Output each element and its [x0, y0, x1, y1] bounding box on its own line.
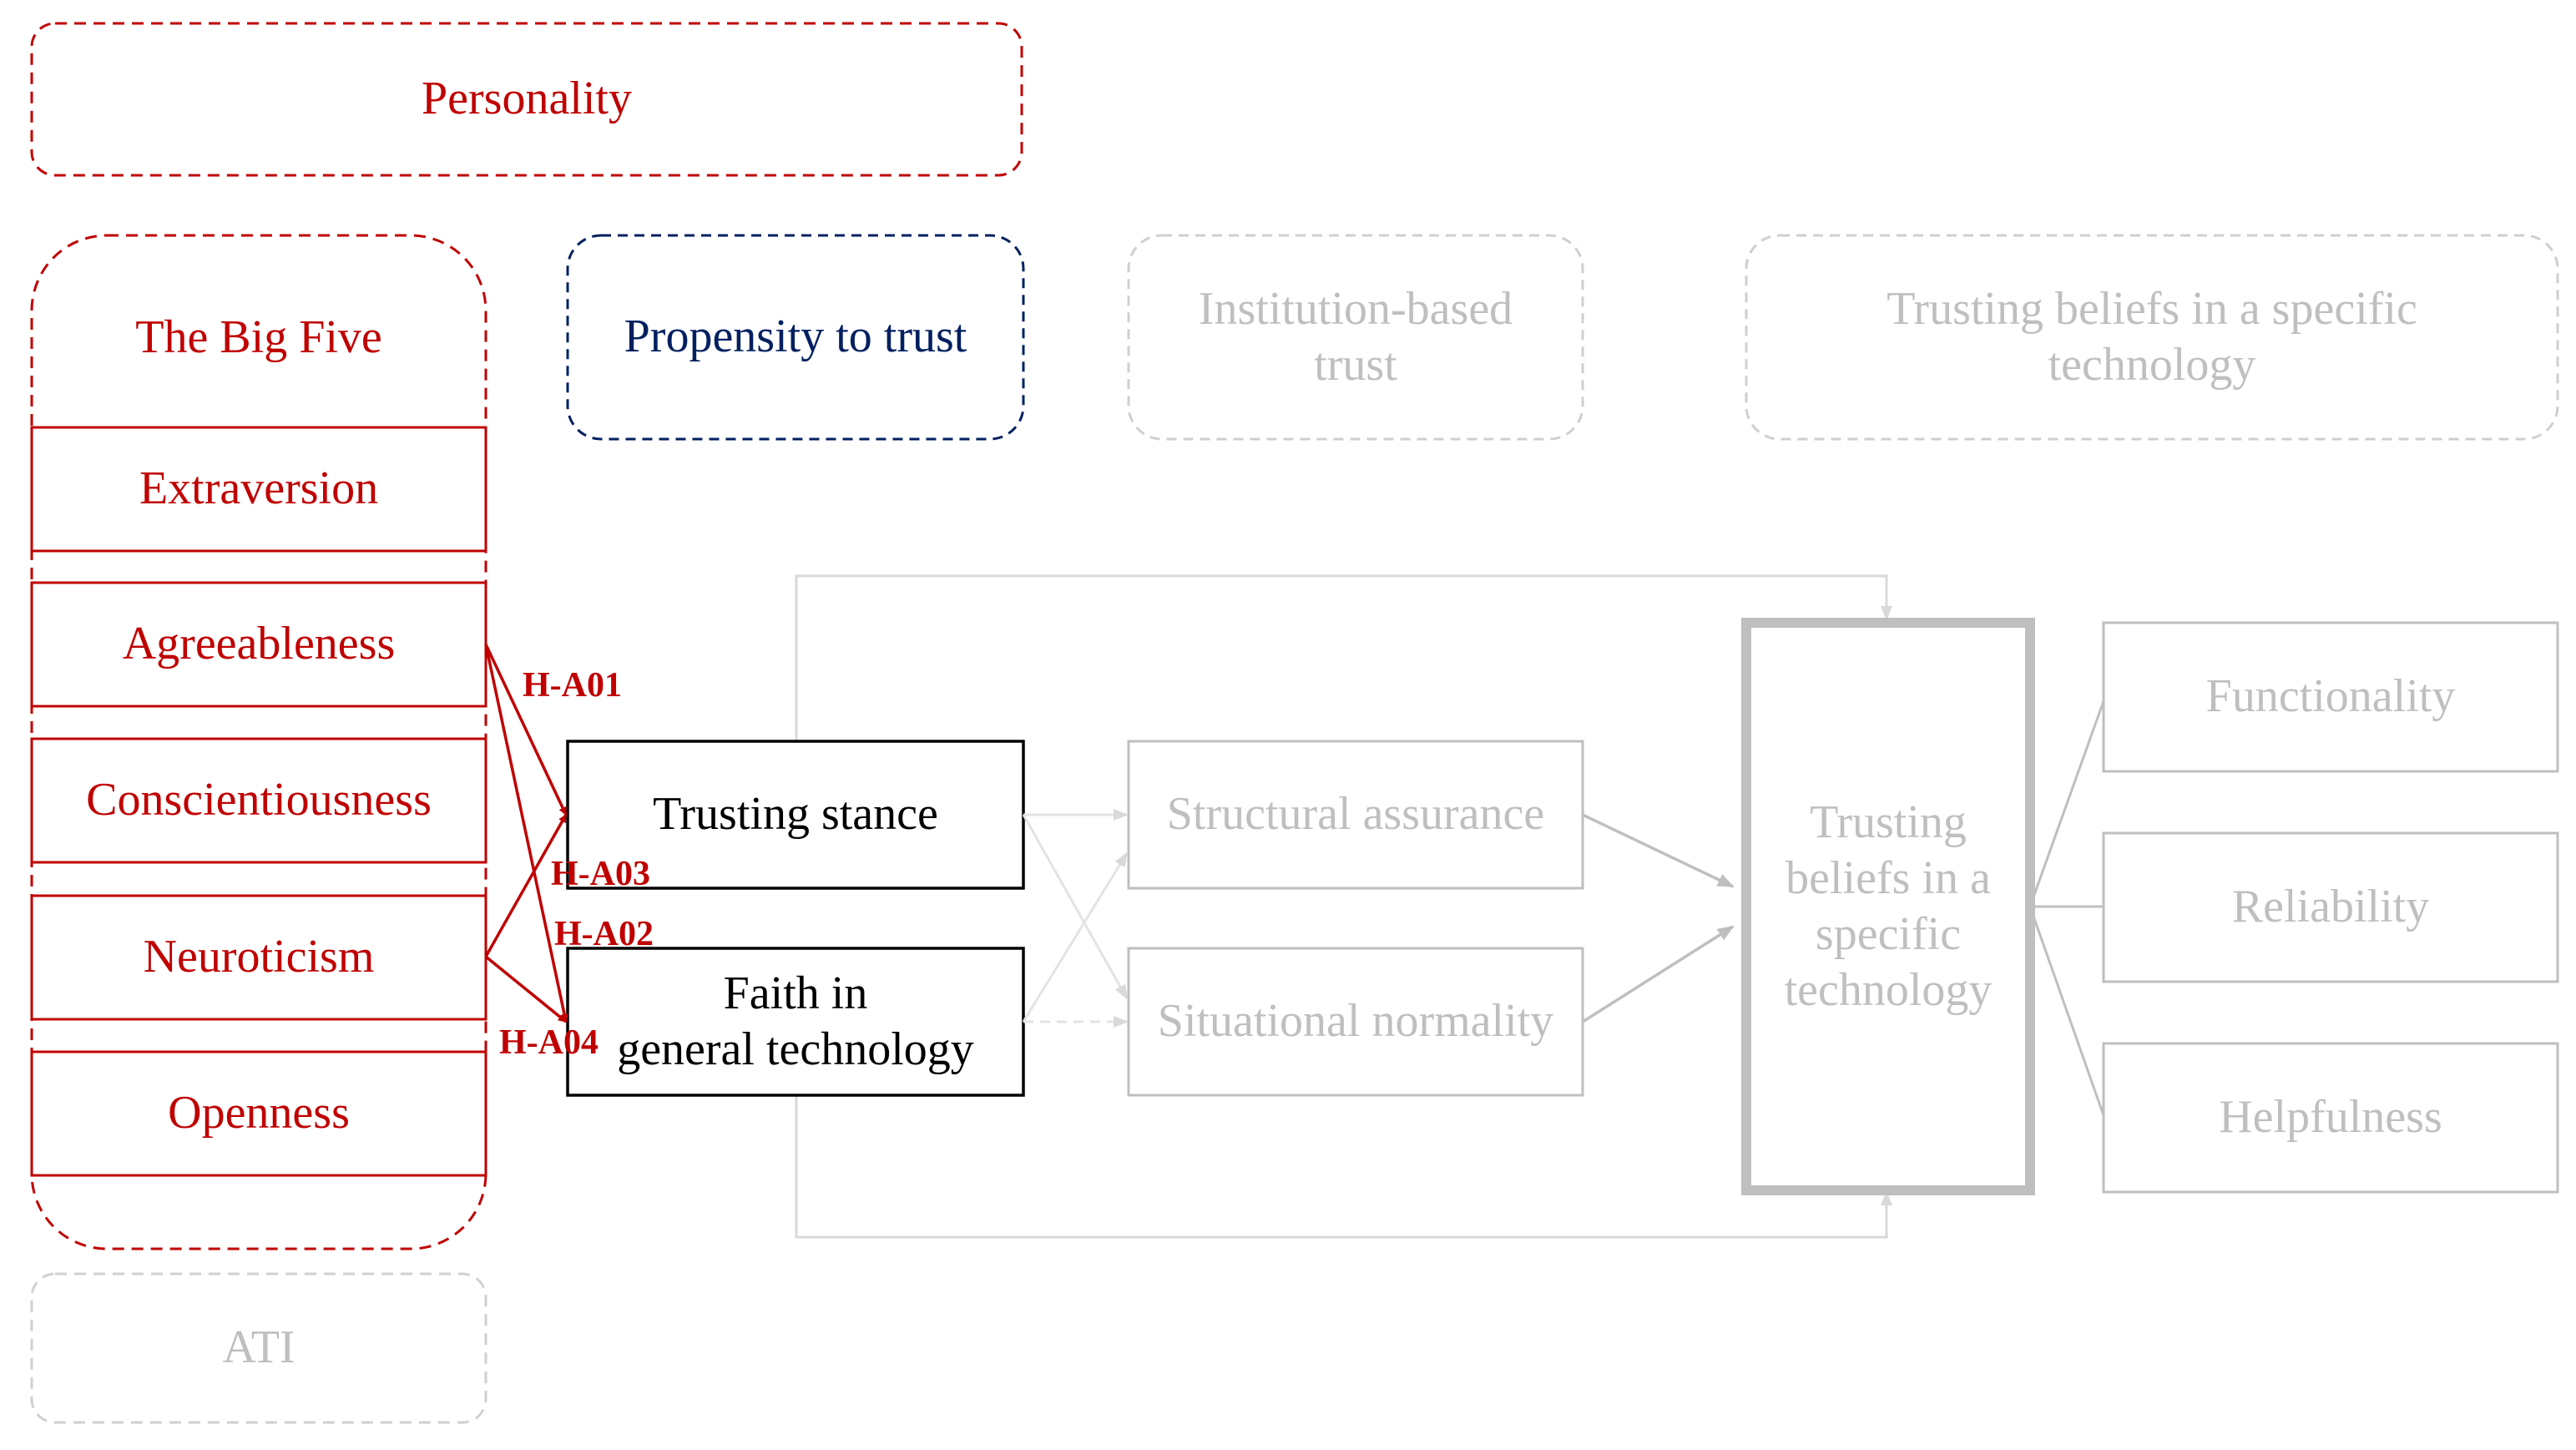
hypothesis-label-h-a02: H-A02 — [554, 915, 654, 953]
arrow-structural-beliefs — [1582, 813, 1735, 888]
personality-label: Personality — [422, 73, 632, 125]
beliefs-header-frame — [1745, 234, 2559, 441]
situational-label: Situational normality — [1157, 995, 1554, 1048]
beliefs-center-label: Trusting beliefs in a specific technolog… — [1784, 796, 1993, 1017]
trait-box-extraversion — [30, 426, 487, 553]
arrow-h-a03 — [484, 814, 568, 957]
functionality-box — [2102, 621, 2559, 773]
trusting-stance-label: Trusting stance — [653, 788, 938, 841]
institution-label: Institution-based trust — [1198, 282, 1513, 391]
top-loop-line — [795, 574, 1892, 741]
trait-label-conscientiousness: Conscientiousness — [86, 774, 432, 826]
situational-box — [1127, 947, 1584, 1097]
helpfulness-label: Helpfulness — [2219, 1091, 2442, 1144]
structural-label: Structural assurance — [1166, 788, 1545, 841]
arrow-h-a01 — [484, 644, 568, 816]
branch-helpfulness — [2028, 906, 2105, 1116]
bottom-loop-line — [795, 1095, 1892, 1239]
structural-box — [1127, 740, 1584, 890]
trait-box-neuroticism — [30, 894, 487, 1021]
hypothesis-label-h-a04: H-A04 — [499, 1023, 599, 1062]
trait-label-neuroticism: Neuroticism — [143, 931, 375, 983]
arrow-h-a02 — [484, 644, 569, 1023]
personality-frame — [30, 22, 1023, 177]
hypothesis-label-h-a03: H-A03 — [551, 855, 650, 893]
trait-box-agreeableness — [30, 581, 487, 708]
reliability-box — [2102, 831, 2559, 983]
trait-label-openness: Openness — [168, 1087, 350, 1139]
trait-box-conscientiousness — [30, 737, 487, 864]
functionality-label: Functionality — [2205, 670, 2456, 723]
big-five-title: The Big Five — [135, 311, 382, 364]
ati-frame — [30, 1272, 487, 1424]
hypothesis-label-h-a01: H-A01 — [523, 666, 622, 705]
propensity-label: Propensity to trust — [624, 311, 967, 363]
arrow-stance-situational — [1022, 814, 1129, 1000]
trusting-stance-box — [566, 740, 1025, 890]
arrow-situational-beliefs — [1582, 925, 1735, 1023]
branch-functionality — [2028, 700, 2105, 907]
helpfulness-box — [2102, 1042, 2559, 1194]
trait-box-openness — [30, 1050, 487, 1177]
arrow-faith-structural — [1022, 851, 1129, 1023]
propensity-frame — [566, 234, 1025, 441]
trait-label-agreeableness: Agreeableness — [122, 618, 396, 670]
reliability-label: Reliability — [2231, 881, 2430, 933]
beliefs-center-box — [1741, 618, 2035, 1195]
beliefs-header-label: Trusting beliefs in a specific technolog… — [1887, 282, 2417, 391]
trait-label-extraversion: Extraversion — [139, 462, 379, 515]
ati-label: ATI — [222, 1321, 295, 1374]
arrow-h-a04 — [484, 955, 568, 1023]
institution-frame — [1127, 234, 1584, 441]
faith-label: Faith in general technology — [617, 967, 974, 1075]
